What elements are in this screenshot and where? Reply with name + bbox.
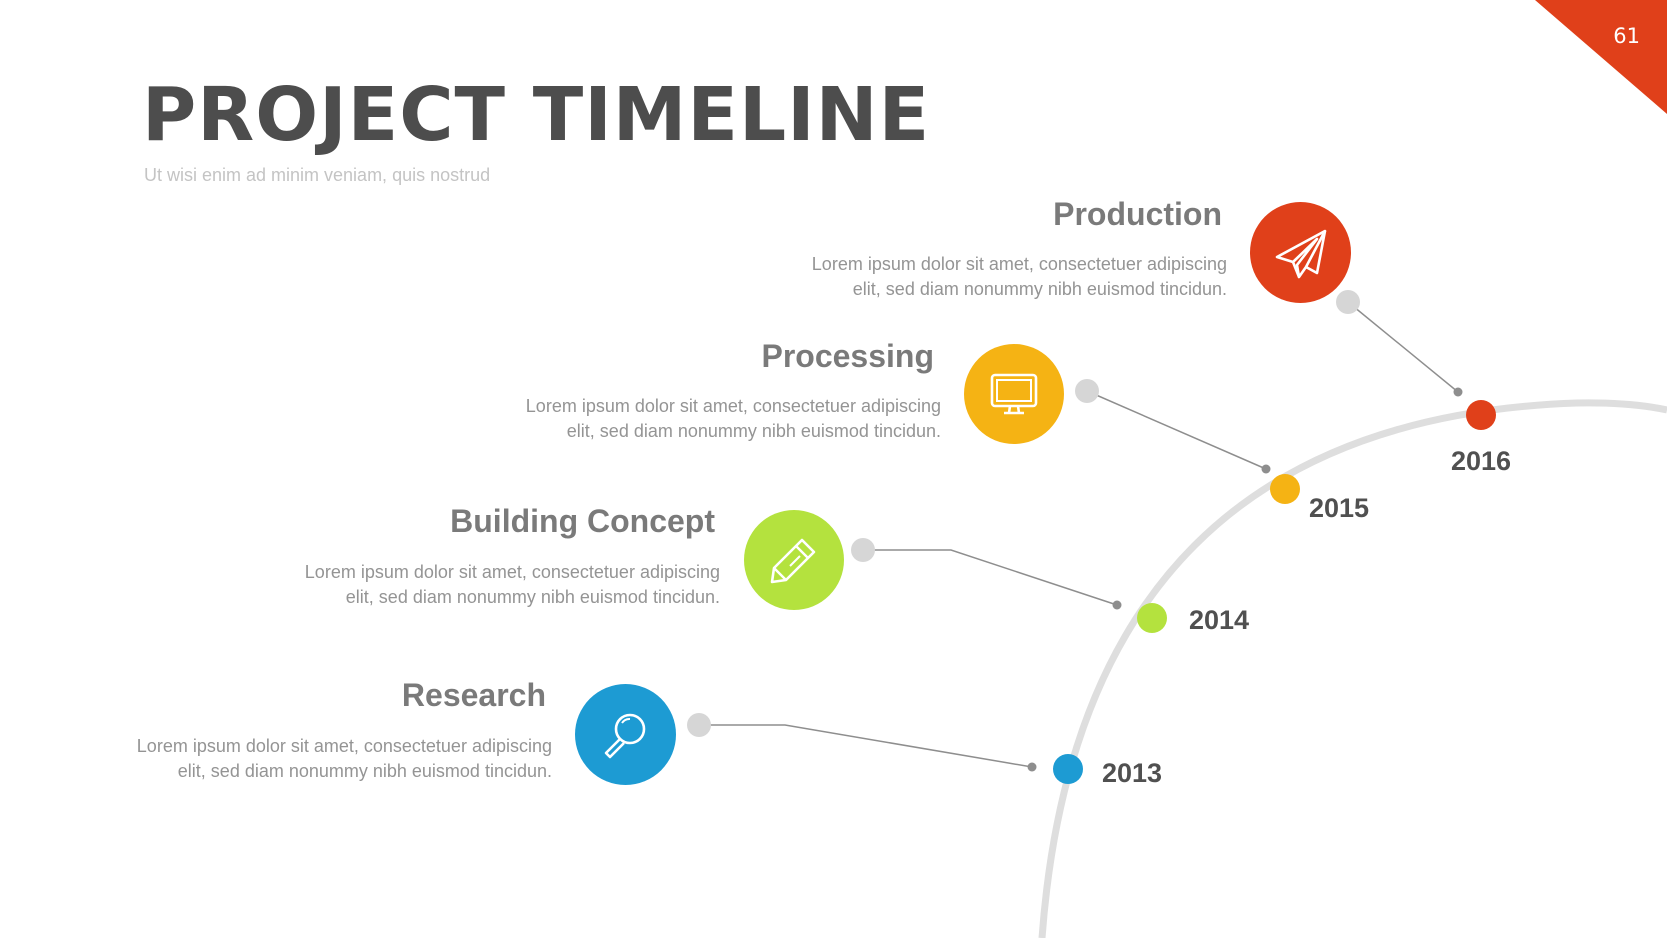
page-subtitle: Ut wisi enim ad minim veniam, quis nostr… — [144, 165, 491, 185]
year-label-2013: 2013 — [1102, 758, 1163, 788]
paper-plane-icon — [1275, 229, 1326, 278]
step-title-processing: Processing — [761, 338, 934, 374]
year-label-2015: 2015 — [1309, 493, 1370, 523]
pencil-icon — [770, 538, 816, 584]
step-desc-line: Lorem ipsum dolor sit amet, consectetuer… — [811, 254, 1227, 274]
year-dot-2016 — [1466, 400, 1496, 430]
step-desc-building-concept: Lorem ipsum dolor sit amet, consectetuer… — [305, 560, 720, 610]
step-desc-processing: Lorem ipsum dolor sit amet, consectetuer… — [526, 394, 941, 444]
connector-end-dot — [1112, 600, 1122, 610]
production-icon-circle — [1250, 202, 1351, 303]
connector-line — [863, 549, 1118, 606]
connector-node — [851, 538, 875, 562]
connector-end-dot — [1453, 387, 1463, 397]
year-label-2014: 2014 — [1189, 605, 1250, 635]
timeline-arc — [1038, 399, 1667, 938]
step-desc-line: Lorem ipsum dolor sit amet, consectetuer… — [525, 396, 941, 416]
year-label-2016: 2016 — [1451, 446, 1512, 476]
connector-node — [687, 713, 711, 737]
connector-line — [1347, 301, 1459, 393]
connector-end-dot — [1261, 464, 1271, 474]
connector-line — [699, 724, 1033, 768]
research-icon-circle — [575, 684, 676, 785]
step-desc-research: Lorem ipsum dolor sit amet, consectetuer… — [137, 734, 552, 784]
step-desc-line: elit, sed diam nonummy nibh euismod tinc… — [345, 587, 720, 607]
corner-triangle — [1535, 0, 1667, 114]
connector-node — [1336, 290, 1360, 314]
connector-end-dot — [1027, 762, 1037, 772]
connector-line — [1086, 390, 1267, 470]
step-desc-line: Lorem ipsum dolor sit amet, consectetuer… — [304, 562, 720, 582]
step-desc-line: Lorem ipsum dolor sit amet, consectetuer… — [136, 736, 552, 756]
magnifier-icon — [604, 713, 645, 758]
page-number: 61 — [1613, 24, 1640, 48]
step-desc-line: elit, sed diam nonummy nibh euismod tinc… — [177, 761, 552, 781]
monitor-icon — [990, 373, 1038, 415]
corner-accent — [1535, 0, 1667, 114]
year-dot-2014 — [1137, 603, 1167, 633]
step-desc-line: elit, sed diam nonummy nibh euismod tinc… — [852, 279, 1227, 299]
building-concept-icon-circle — [744, 510, 844, 610]
step-title-research: Research — [401, 677, 546, 713]
page-title: PROJECT TIMELINE — [142, 72, 931, 158]
step-title-production: Production — [1053, 196, 1222, 232]
year-dot-2013 — [1053, 754, 1083, 784]
step-title-building-concept: Building Concept — [450, 503, 715, 539]
year-dot-2015 — [1270, 474, 1300, 504]
processing-icon-circle — [964, 344, 1064, 444]
connector-node — [1075, 379, 1099, 403]
step-desc-production: Lorem ipsum dolor sit amet, consectetuer… — [812, 252, 1227, 302]
step-desc-line: elit, sed diam nonummy nibh euismod tinc… — [566, 421, 941, 441]
